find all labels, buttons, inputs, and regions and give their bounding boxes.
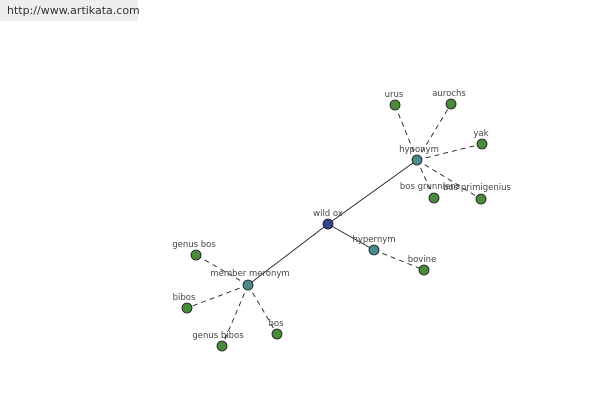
edge-wild-ox-to-hyponym: [327, 159, 418, 225]
edge-member-meronym-to-genus-bibos: [221, 284, 249, 347]
edge-member-meronym-to-bos: [247, 284, 278, 335]
node-label-aurochs[interactable]: aurochs: [432, 89, 466, 99]
node-label-bos[interactable]: bos: [268, 319, 284, 329]
node-label-yak[interactable]: yak: [473, 129, 488, 139]
node-yak[interactable]: [476, 138, 488, 150]
graph-labels: wild ox hyponym hypernym member meronym urus…: [172, 89, 511, 341]
edge-wild-ox-to-member-meronym: [247, 223, 329, 286]
node-genus-bibos[interactable]: [216, 340, 228, 352]
node-label-urus[interactable]: urus: [385, 90, 404, 100]
edge-hyponym-to-yak: [416, 143, 483, 161]
edge-hyponym-to-bos-primigenius: [416, 159, 482, 200]
node-bos-grunniens[interactable]: [428, 192, 440, 204]
edge-wild-ox-to-hypernym: [327, 223, 375, 251]
source-link[interactable]: http://www.artikata.com: [7, 4, 140, 17]
edge-hyponym-to-bos-grunniens: [416, 159, 435, 199]
node-urus[interactable]: [389, 99, 401, 111]
node-bovine[interactable]: [418, 264, 430, 276]
node-label-genus-bibos[interactable]: genus bibos: [192, 331, 244, 341]
graph-nodes: [181, 98, 488, 352]
node-label-hypernym[interactable]: hypernym: [352, 235, 395, 245]
edge-member-meronym-to-bibos: [186, 284, 249, 309]
node-label-wild-ox[interactable]: wild ox: [313, 209, 343, 219]
node-bibos[interactable]: [181, 302, 193, 314]
node-label-member-meronym[interactable]: member meronym: [210, 269, 289, 279]
node-label-bos-grunniens[interactable]: bos grunniens: [400, 182, 461, 192]
node-bos-primigenius[interactable]: [475, 193, 487, 205]
node-label-bovine[interactable]: bovine: [408, 255, 437, 265]
graph-edges: [186, 103, 483, 347]
node-bos[interactable]: [271, 328, 283, 340]
node-hypernym[interactable]: [368, 244, 380, 256]
node-label-genus-bos[interactable]: genus bos: [172, 240, 216, 250]
node-hyponym[interactable]: [411, 154, 423, 166]
node-wild-ox[interactable]: [322, 218, 334, 230]
node-label-bibos[interactable]: bibos: [173, 293, 196, 303]
node-label-hyponym[interactable]: hyponym: [399, 145, 439, 155]
node-aurochs[interactable]: [445, 98, 457, 110]
node-genus-bos[interactable]: [190, 249, 202, 261]
source-link-bar: http://www.artikata.com: [0, 0, 140, 21]
edge-hyponym-to-aurochs: [416, 103, 452, 161]
node-label-bos-primigenius[interactable]: bos primigenius: [443, 183, 511, 193]
node-member-meronym[interactable]: [242, 279, 254, 291]
edge-hyponym-to-urus: [394, 104, 418, 161]
edge-member-meronym-to-genus-bos: [195, 254, 249, 286]
